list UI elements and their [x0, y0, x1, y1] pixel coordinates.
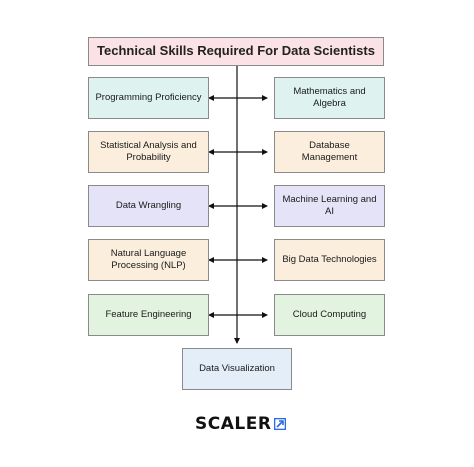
skill-box-feature-engineering: Feature Engineering	[88, 294, 209, 336]
diagram-title: Technical Skills Required For Data Scien…	[88, 37, 384, 66]
skill-box-programming-proficiency: Programming Proficiency	[88, 77, 209, 119]
skill-box-cloud-computing: Cloud Computing	[274, 294, 385, 336]
skill-box-machine-learning-ai: Machine Learning and AI	[274, 185, 385, 227]
logo-text: SCALER	[195, 414, 272, 434]
scaler-logo-mark-icon	[274, 418, 287, 430]
scaler-logo: SCALER	[195, 414, 287, 434]
skill-box-data-wrangling: Data Wrangling	[88, 185, 209, 227]
skill-box-data-visualization: Data Visualization	[182, 348, 292, 390]
skill-box-database-management: Database Management	[274, 131, 385, 173]
skill-box-big-data: Big Data Technologies	[274, 239, 385, 281]
skill-box-nlp: Natural Language Processing (NLP)	[88, 239, 209, 281]
skill-box-statistical-analysis: Statistical Analysis and Probability	[88, 131, 209, 173]
skill-box-mathematics-algebra: Mathematics and Algebra	[274, 77, 385, 119]
